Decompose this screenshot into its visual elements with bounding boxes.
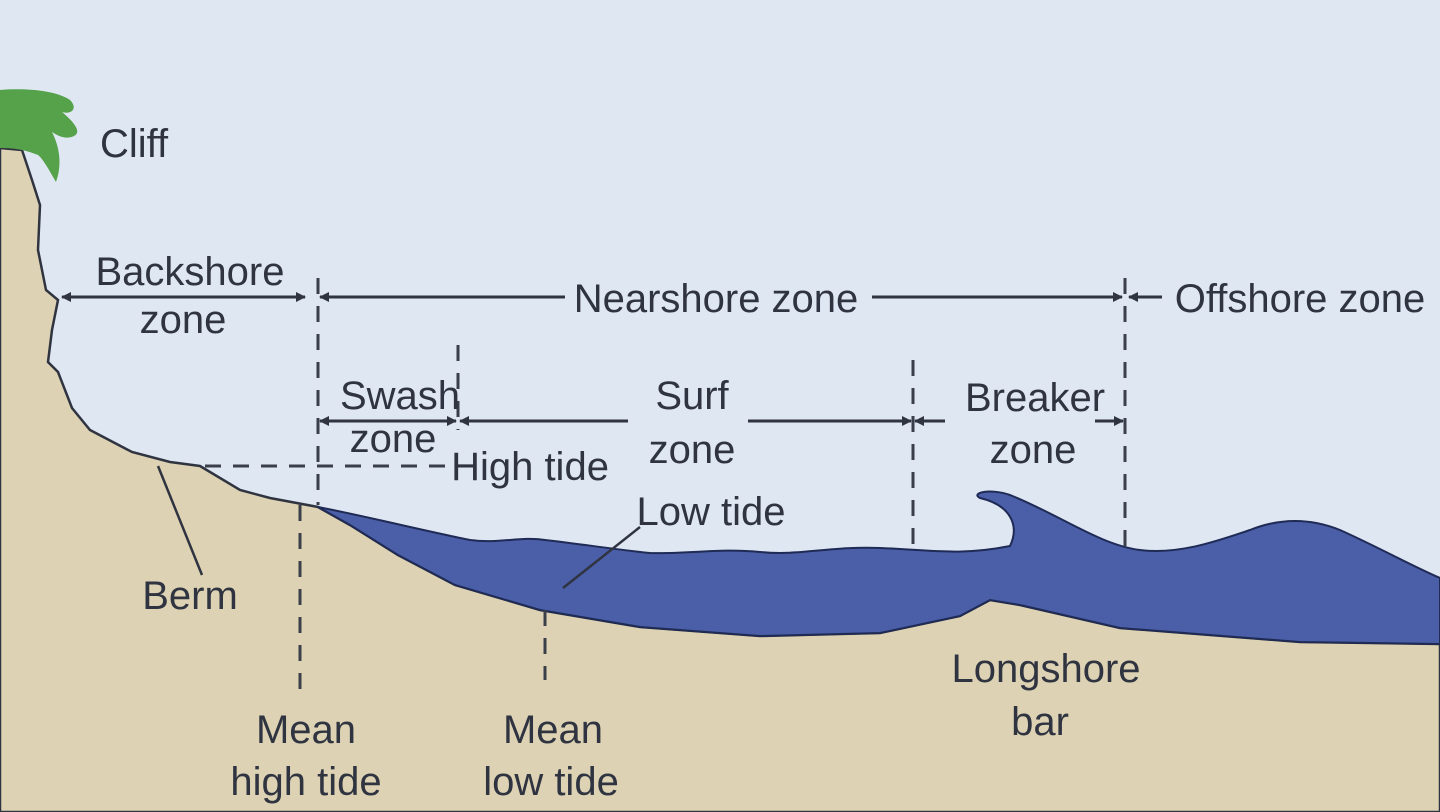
swash-label-line1: Swash (340, 374, 460, 418)
low-tide-label: Low tide (637, 490, 786, 534)
swash-label-line2: zone (350, 417, 437, 461)
mean-high-tide-label-line1: Mean (256, 708, 356, 752)
berm-label: Berm (142, 574, 238, 618)
mean-low-tide-label-line1: Mean (503, 708, 603, 752)
breaker-label-line2: zone (990, 428, 1077, 472)
longshore-bar-label-line1: Longshore (951, 647, 1140, 691)
cliff-label: Cliff (100, 122, 169, 166)
palm-frond-icon (0, 89, 78, 182)
surf-label-line2: zone (649, 428, 736, 472)
surf-label-line1: Surf (655, 374, 729, 418)
backshore-label-line1: Backshore (96, 250, 285, 294)
offshore-label: Offshore zone (1175, 277, 1426, 321)
breaker-label-line1: Breaker (965, 376, 1105, 420)
longshore-bar-label-line2: bar (1011, 700, 1069, 744)
backshore-label-line2: zone (140, 298, 227, 342)
berm-leader-line (156, 465, 204, 576)
nearshore-label: Nearshore zone (574, 277, 859, 321)
mean-low-tide-label-line2: low tide (483, 760, 619, 804)
ocean-water (317, 490, 1440, 646)
low-tide-leader-line (562, 526, 641, 589)
mean-high-tide-label-line2: high tide (230, 760, 381, 804)
high-tide-label: High tide (451, 445, 609, 489)
